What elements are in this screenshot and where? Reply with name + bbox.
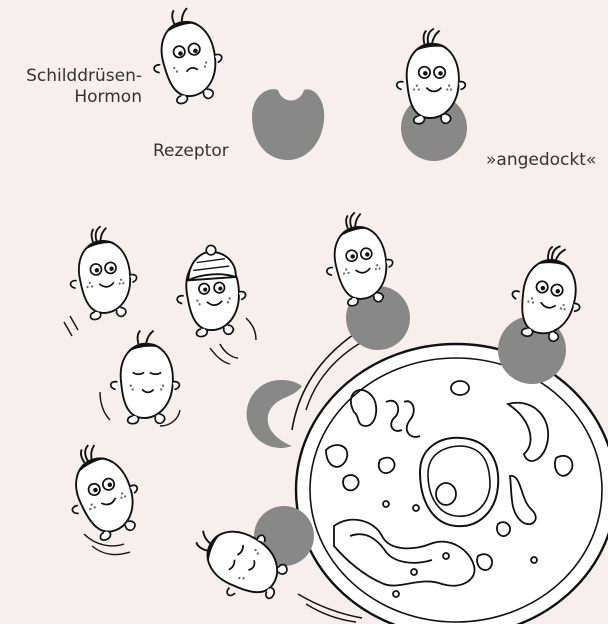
hormone-label-line2: Hormon — [26, 87, 142, 108]
receptor-docked-bottom — [182, 506, 314, 614]
receptor-legend — [252, 89, 324, 160]
receptor-empty-left — [247, 380, 302, 448]
hormone-legend-character — [145, 4, 229, 108]
hormone-free-sleepy — [100, 331, 180, 426]
docked-label: »angedockt« — [486, 150, 596, 171]
hormone-free-2 — [53, 434, 150, 554]
receptor-docked-top — [319, 208, 410, 350]
hormone-free-beanie — [174, 243, 256, 364]
hormone-free-1 — [64, 223, 141, 336]
docked-legend — [397, 29, 467, 161]
cell-nucleus — [420, 438, 498, 526]
receptor-label: Rezeptor — [153, 141, 229, 162]
hormone-label: Schilddrüsen- Hormon — [26, 66, 142, 108]
receptor-docked-right — [498, 238, 591, 384]
hormone-label-line1: Schilddrüsen- — [26, 66, 142, 87]
